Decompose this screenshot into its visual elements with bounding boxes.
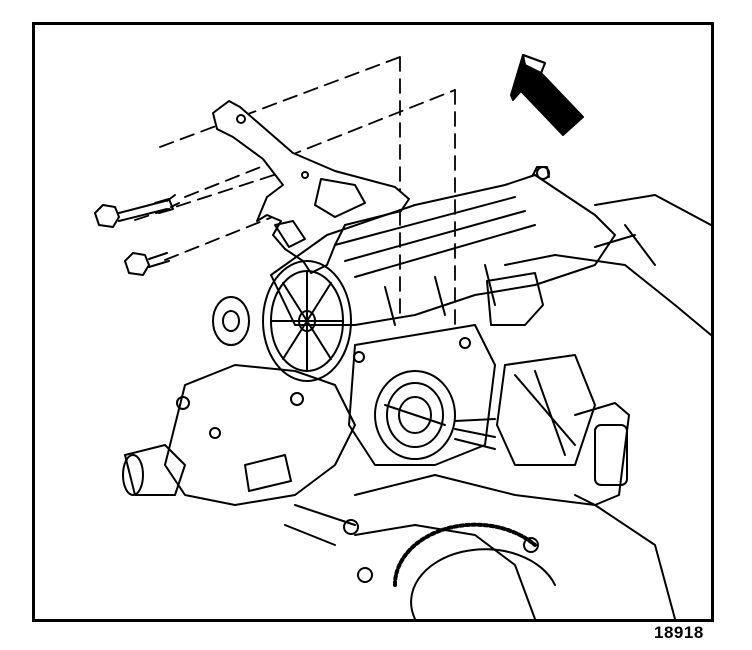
- water-outlet: [122, 364, 356, 506]
- pulley: [262, 260, 352, 382]
- intake-manifold: [270, 166, 616, 326]
- short-bolt: [124, 252, 170, 276]
- long-bolt: [94, 194, 180, 228]
- sensor-cluster: [454, 272, 630, 506]
- idler-pulley: [212, 296, 250, 346]
- figure-number: 18918: [654, 623, 704, 642]
- lower-assembly: [284, 474, 676, 619]
- engine-illustration: [94, 54, 711, 619]
- background-housing: [504, 194, 711, 336]
- illustration-frame: [32, 22, 714, 622]
- mounting-bracket: [212, 100, 410, 274]
- throttle-body: [348, 324, 496, 466]
- direction-arrow-icon: [510, 54, 584, 136]
